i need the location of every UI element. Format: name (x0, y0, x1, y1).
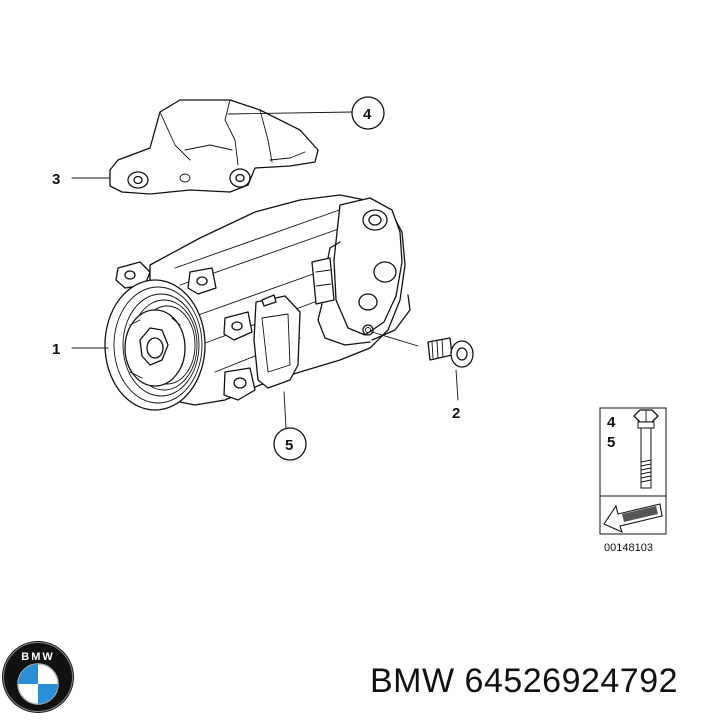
leader-lines (71, 111, 459, 429)
bmw-roundel-icon: BMW (2, 641, 74, 713)
callout-2: 2 (452, 405, 460, 422)
callout-4: 4 (351, 96, 385, 130)
legend-number-5: 5 (607, 434, 615, 451)
svg-text:4: 4 (363, 106, 372, 123)
svg-text:2: 2 (452, 405, 460, 422)
callout-1: 1 (52, 341, 60, 358)
bolt-icon (633, 409, 659, 489)
legend-box: 4 5 00148103 (599, 407, 667, 554)
compressor-drawing (104, 194, 406, 411)
mount-bracket-drawing (253, 294, 301, 389)
legend-number-4: 4 (607, 414, 616, 431)
svg-text:3: 3 (52, 171, 60, 188)
part-number-label: BMW 64526924792 (370, 662, 679, 700)
pressure-switch-drawing (427, 337, 474, 368)
callout-3: 3 (52, 171, 60, 188)
svg-text:5: 5 (285, 437, 293, 454)
diagram-code: 00148103 (604, 542, 653, 554)
svg-text:BMW: BMW (21, 651, 55, 663)
bracket-drawing (109, 99, 319, 195)
sensor-cable-drawing (311, 241, 411, 346)
direction-arrow-icon (603, 503, 663, 534)
svg-text:1: 1 (52, 341, 60, 358)
callout-5: 5 (273, 427, 307, 461)
